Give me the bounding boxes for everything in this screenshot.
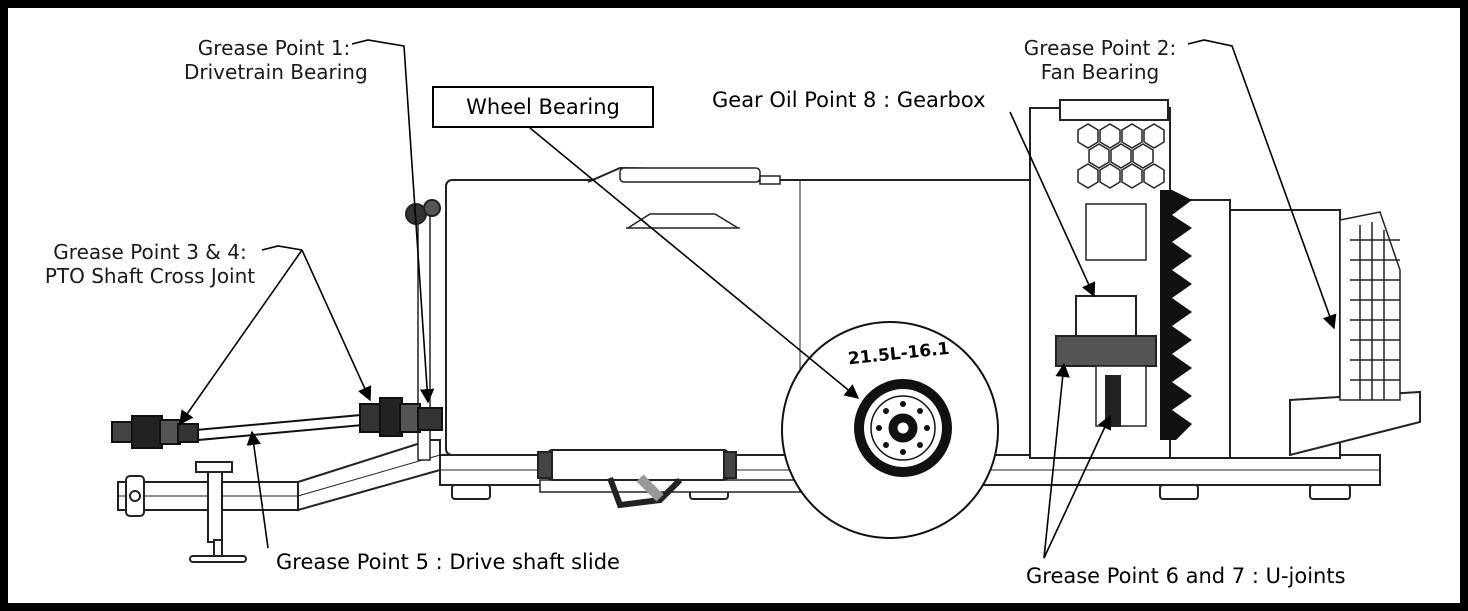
fan-cage	[1339, 211, 1401, 401]
gp34-hook	[261, 245, 303, 251]
gp1-leader	[351, 39, 435, 404]
gear8-leader	[1009, 111, 1096, 298]
wheel-bearing-leader	[529, 127, 860, 399]
gp5-label: Grease Point 5 : Drive shaft slide	[276, 550, 620, 574]
gp67-label: Grease Point 6 and 7 : U-joints	[1026, 564, 1346, 588]
auger	[1160, 190, 1192, 440]
gp7-leader	[1043, 414, 1112, 559]
wheel-bearing-label: Wheel Bearing	[432, 86, 654, 128]
gp1-label-line1: Grease Point 1:	[197, 36, 351, 60]
gear8-label: Gear Oil Point 8 : Gearbox	[712, 88, 986, 112]
wheel	[781, 321, 999, 539]
gp2-label-line1: Grease Point 2:	[1023, 36, 1177, 60]
gp1-label: Grease Point 1: Drivetrain Bearing	[184, 36, 368, 84]
gp5-leader	[246, 430, 269, 549]
fan-grill	[1077, 123, 1165, 189]
gp2-label-line2: Fan Bearing	[1040, 60, 1160, 84]
gp34-leader-a	[179, 249, 303, 426]
gp6-leader	[1043, 362, 1070, 559]
leader-lines	[179, 39, 1337, 559]
plumbing	[537, 449, 737, 509]
gp1-label-line2: Drivetrain Bearing	[184, 60, 368, 84]
gp34-label-line1: Grease Point 3 & 4:	[53, 240, 247, 264]
pto-shaft	[111, 397, 443, 449]
gp34-label: Grease Point 3 & 4: PTO Shaft Cross Join…	[30, 240, 270, 288]
gp34-leader-b	[301, 249, 372, 402]
gp2-label: Grease Point 2: Fan Bearing	[1010, 36, 1190, 84]
gp34-label-line2: PTO Shaft Cross Joint	[44, 264, 256, 288]
gp2-leader	[1187, 39, 1337, 330]
